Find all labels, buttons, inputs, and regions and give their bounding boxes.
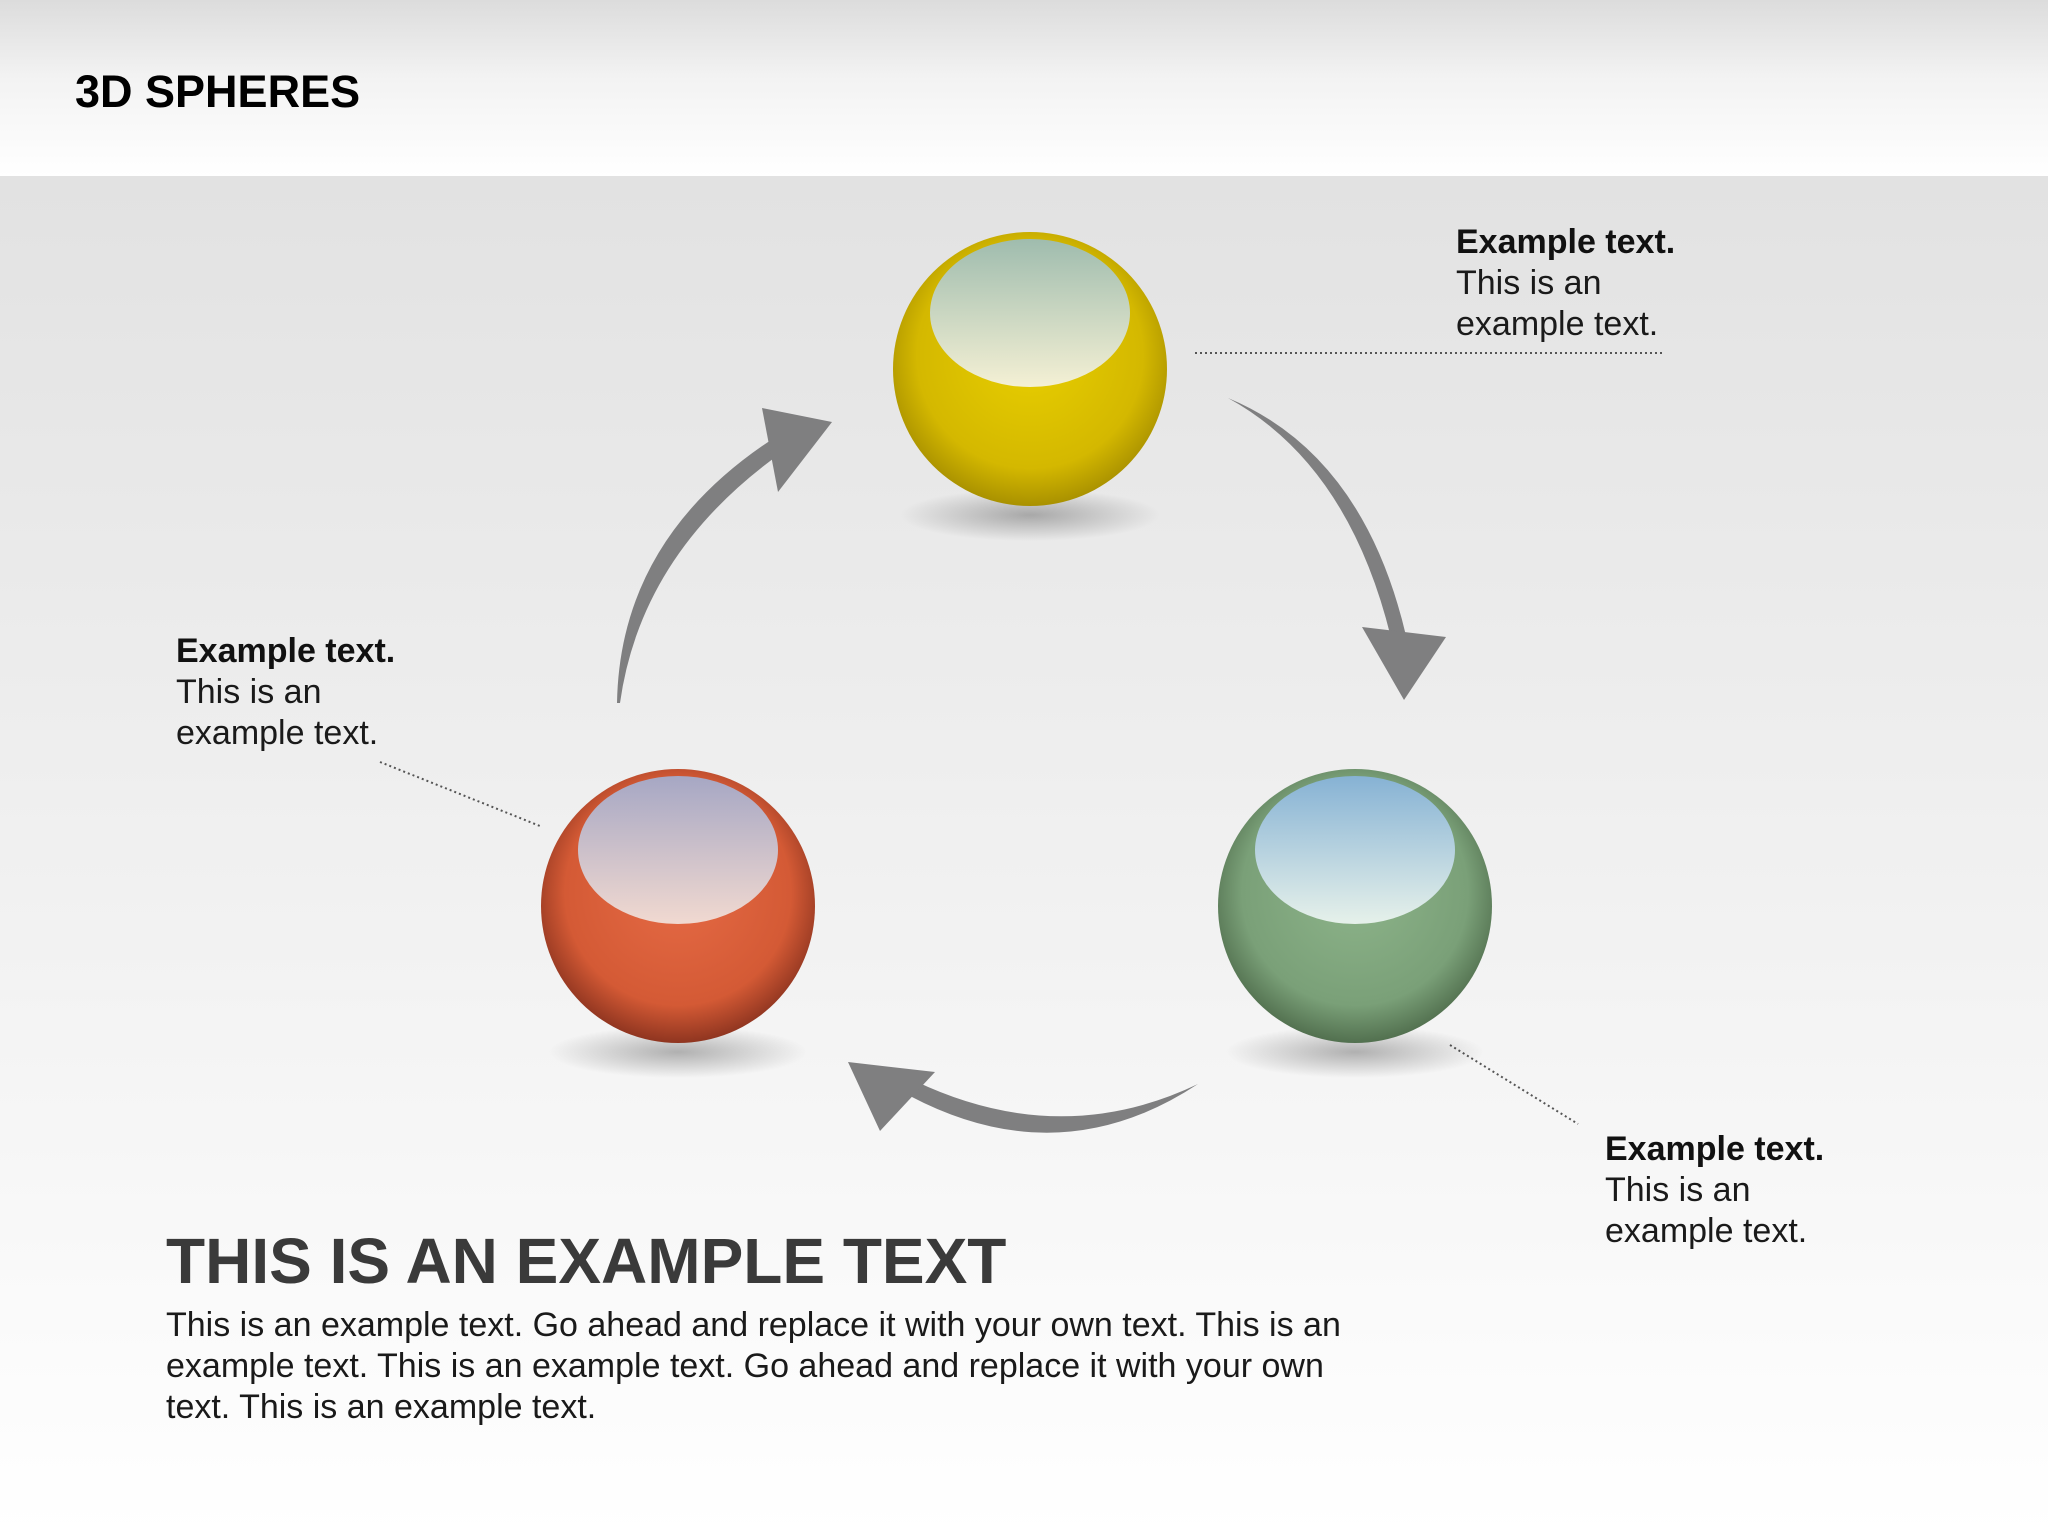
callout-top-right: Example text. This is an example text. (1456, 222, 1716, 345)
right-sphere-highlight (1255, 776, 1455, 924)
callout-title: Example text. (1456, 223, 1676, 261)
callout-body: This is an example text. (1456, 264, 1659, 343)
cycle-diagram (379, 232, 1665, 1133)
callout-left: Example text. This is an example text. (176, 631, 436, 754)
callout-title: Example text. (1605, 1130, 1825, 1168)
top-sphere-shadow (900, 489, 1160, 541)
main-body-text: This is an example text. Go ahead and re… (166, 1306, 1341, 1426)
right-sphere-shadow (1225, 1026, 1485, 1078)
arrow-right-to-left (848, 1062, 1198, 1133)
diagram-canvas (0, 176, 2048, 1536)
leader-line-left (379, 761, 541, 827)
left-sphere (541, 769, 815, 1043)
right-sphere (1218, 769, 1492, 1043)
slide-title: 3D SPHERES (75, 66, 361, 117)
left-sphere-highlight (578, 776, 778, 924)
slide-header: 3D SPHERES (0, 0, 2048, 176)
callout-body: This is an example text. (1605, 1171, 1808, 1250)
arrow-left-to-top (617, 408, 832, 703)
callout-bottom-right: Example text. This is an example text. (1605, 1129, 1865, 1252)
top-sphere (893, 232, 1167, 506)
callout-title: Example text. (176, 632, 396, 670)
callout-body: This is an example text. (176, 673, 379, 752)
main-heading: THIS IS AN EXAMPLE TEXT (166, 1225, 1007, 1297)
arrow-top-to-right (1228, 398, 1446, 700)
left-sphere-shadow (548, 1026, 808, 1078)
top-sphere-highlight (930, 239, 1130, 387)
